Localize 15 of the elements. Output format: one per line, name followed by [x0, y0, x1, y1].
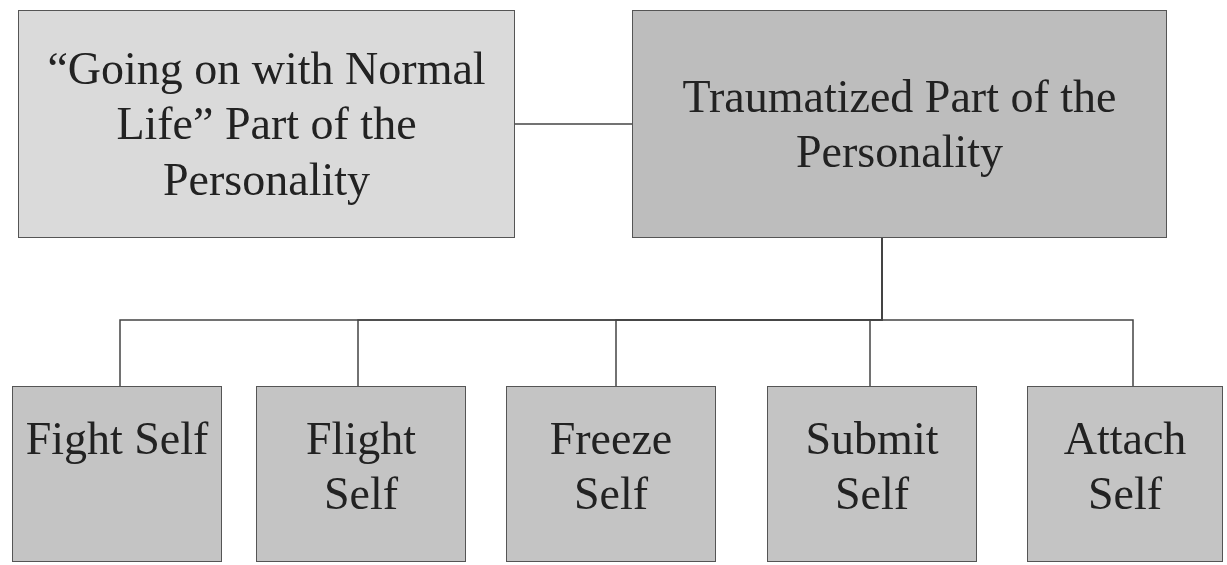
box-label: Freeze Self	[548, 412, 674, 522]
category-box	[632, 10, 1167, 238]
category-box	[256, 386, 466, 562]
box-label: Submit Self	[804, 412, 940, 522]
category-box	[12, 386, 222, 562]
box-label: Traumatized Part of the Personality	[681, 69, 1118, 179]
box-label: Attach Self	[1062, 412, 1188, 522]
box-label: Flight Self	[305, 412, 417, 522]
category-box	[767, 386, 977, 562]
category-box	[18, 10, 515, 238]
box-label: Fight Self	[24, 412, 210, 466]
category-box	[1027, 386, 1223, 562]
category-box	[506, 386, 716, 562]
connector-line	[514, 123, 633, 125]
box-label: “Going on with Normal Life” Part of the Personality	[46, 42, 487, 207]
